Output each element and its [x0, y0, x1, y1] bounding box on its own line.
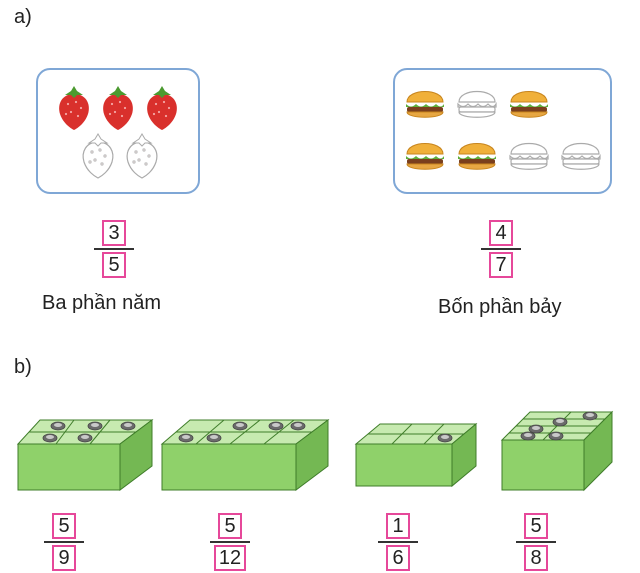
strawberry-icon [147, 86, 177, 130]
strawberry-caption: Ba phần năm [42, 292, 161, 314]
crate-icon [500, 410, 614, 492]
fraction-bar [210, 541, 250, 543]
numerator-box: 1 [386, 513, 410, 539]
part-a-label: a) [14, 6, 32, 28]
denominator-box: 9 [52, 545, 76, 571]
fraction-bar [516, 541, 556, 543]
numerator-box: 3 [102, 220, 126, 246]
numerator-box: 5 [52, 513, 76, 539]
burger-outline-icon [561, 142, 601, 170]
strawberry-outline-icon [126, 133, 158, 179]
denominator-box: 8 [524, 545, 548, 571]
fraction-crate-4: 5 8 [516, 513, 556, 571]
fraction-crate-3: 1 6 [378, 513, 418, 571]
burger-icon [457, 143, 497, 170]
fraction-burgers: 4 7 [481, 220, 521, 278]
burger-icon [509, 91, 549, 118]
burger-outline-icon [509, 142, 549, 170]
strawberry-outline-icon [82, 133, 114, 179]
numerator-box: 5 [524, 513, 548, 539]
fraction-bar [44, 541, 84, 543]
denominator-box: 7 [489, 252, 513, 278]
numerator-box: 4 [489, 220, 513, 246]
strawberry-group [59, 86, 177, 179]
denominator-box: 6 [386, 545, 410, 571]
fraction-crate-2: 5 12 [210, 513, 250, 571]
fraction-strawberries: 3 5 [94, 220, 134, 278]
denominator-box: 5 [102, 252, 126, 278]
strawberry-icon [103, 86, 133, 130]
fraction-bar [378, 541, 418, 543]
crate-group [16, 410, 614, 492]
burger-icon [405, 91, 445, 118]
strawberry-panel [36, 68, 200, 194]
crate-icon [160, 419, 330, 491]
fraction-crate-1: 5 9 [44, 513, 84, 571]
numerator-box: 5 [218, 513, 242, 539]
strawberry-icon [59, 86, 89, 130]
fraction-bar [481, 248, 521, 250]
burger-icon [405, 143, 445, 170]
denominator-box: 12 [214, 545, 246, 571]
burger-caption: Bốn phần bảy [438, 296, 562, 318]
fraction-bar [94, 248, 134, 250]
part-b-label: b) [14, 356, 32, 378]
burger-outline-icon [457, 90, 497, 118]
crate-icon [16, 419, 154, 491]
burger-group [405, 90, 601, 170]
crate-icon [354, 422, 478, 488]
burger-panel [393, 68, 612, 194]
